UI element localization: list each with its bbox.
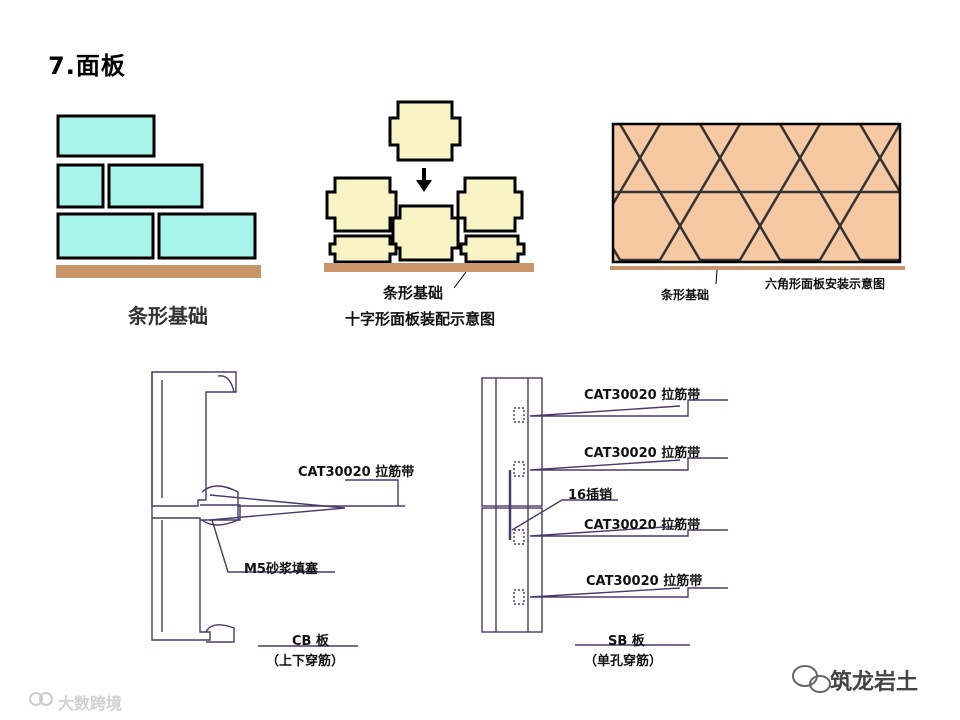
sb-tie-label-1: CAT30020 拉筋带 [584, 388, 701, 403]
hexagon-panel-figure [610, 122, 905, 285]
fig2-caption-foundation: 条形基础 [383, 284, 444, 302]
cross-panel-base [324, 263, 534, 272]
sb-panel-section [481, 377, 728, 646]
mortar-label: M5砂浆填塞 [244, 562, 318, 577]
sb-tie-label-2: CAT30020 拉筋带 [584, 446, 701, 461]
sb-panel-sub: （单孔穿筋） [584, 654, 663, 669]
wechat-logo-icon [792, 665, 831, 693]
sb-tie-label-3: CAT30020 拉筋带 [584, 518, 701, 533]
fig3-caption-title: 六角形面板安装示意图 [765, 277, 886, 291]
brand-logo-icon [29, 692, 53, 706]
sb-panel-label: SB 板 [608, 634, 645, 649]
cb-panel-section [151, 371, 405, 647]
page-title: 7.面板 [48, 52, 126, 80]
fig3-caption-foundation: 条形基础 [661, 288, 710, 302]
fig2-caption-title: 十字形面板装配示意图 [345, 310, 496, 328]
cb-panel-sub: （上下穿筋） [266, 654, 345, 669]
cb-panel-label: CB 板 [292, 634, 329, 649]
pin-label: 16插销 [568, 488, 613, 503]
watermark-right: 筑龙岩土 [830, 670, 919, 695]
cb-tie-label: CAT30020 拉筋带 [298, 465, 415, 480]
strip-foundation-figure [56, 114, 261, 278]
leader-line [453, 271, 467, 289]
down-arrow-icon [416, 168, 432, 192]
fig1-caption: 条形基础 [128, 304, 208, 328]
sb-tie-label-4: CAT30020 拉筋带 [586, 574, 703, 589]
cross-panel-figure [325, 100, 526, 264]
watermark-left: 大数跨境 [58, 694, 123, 713]
